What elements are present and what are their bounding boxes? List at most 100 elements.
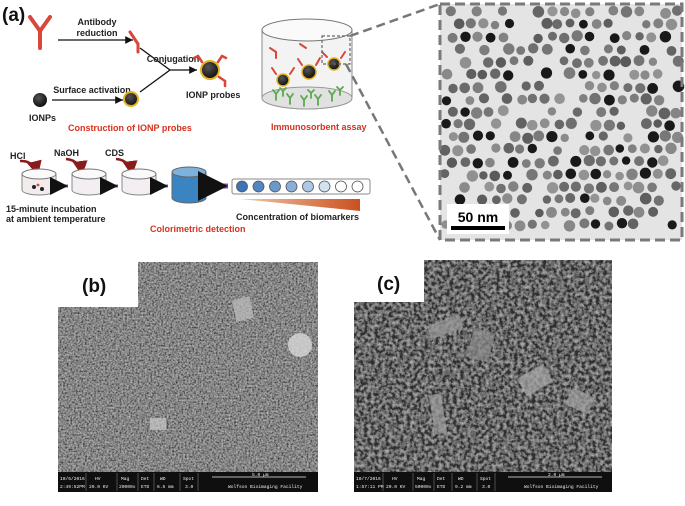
sem-c-hv-label: HV <box>392 476 398 482</box>
nanoparticle <box>440 169 450 179</box>
nanoparticle <box>629 93 639 103</box>
nanoparticle <box>639 143 650 154</box>
nanoparticle <box>592 70 601 80</box>
nanoparticle <box>460 157 471 168</box>
nanoparticle <box>603 119 616 131</box>
nanoparticle <box>496 183 506 194</box>
ionp-probes-label: IONP probes <box>186 90 240 100</box>
tem-scale-bar-label: 50 nm <box>458 209 498 225</box>
nanoparticle <box>626 168 638 180</box>
incubation-line2: at ambient temperature <box>6 214 106 224</box>
nanoparticle <box>590 145 601 157</box>
nanoparticle <box>546 131 558 143</box>
reagent-cds: CDS <box>105 148 124 158</box>
nanoparticle <box>441 118 451 129</box>
nanoparticle <box>466 144 476 154</box>
nanoparticle <box>640 70 650 80</box>
nanoparticle <box>672 5 683 16</box>
nanoparticle <box>653 195 664 206</box>
nanoparticle <box>598 55 608 66</box>
nanoparticle <box>502 193 513 204</box>
nanoparticle <box>491 143 501 153</box>
activated-ionp-icon <box>123 91 139 107</box>
nanoparticle <box>483 57 494 68</box>
nanoparticle <box>503 170 512 180</box>
nanoparticle <box>603 18 613 28</box>
nanoparticle <box>463 118 476 130</box>
nanoparticle <box>515 117 527 129</box>
zoom-line-bottom <box>344 63 442 241</box>
nanoparticle <box>598 131 608 141</box>
nanoparticle <box>647 157 658 168</box>
tube-1-icon <box>21 168 57 196</box>
well-3 <box>269 180 281 193</box>
zoom-line-top <box>349 2 441 38</box>
nanoparticle <box>445 6 456 17</box>
nanoparticle <box>523 55 534 66</box>
nanoparticle <box>471 107 483 119</box>
nanoparticle <box>439 144 451 156</box>
tube-2-icon <box>71 168 107 196</box>
nanoparticle <box>546 182 559 194</box>
antibody-icon <box>28 15 52 50</box>
nanoparticle <box>509 131 521 143</box>
nanoparticle <box>652 168 663 179</box>
nanoparticle <box>453 119 463 129</box>
nanoparticle <box>452 145 464 157</box>
nanoparticle <box>584 81 595 91</box>
tem-image: 50 nm <box>438 2 685 242</box>
nanoparticle <box>647 182 657 193</box>
nanoparticle <box>602 196 612 206</box>
nanoparticle <box>654 144 663 154</box>
nanoparticle <box>540 220 550 230</box>
nanoparticle <box>528 43 539 54</box>
reagent-hcl: HCl <box>10 151 26 161</box>
nanoparticle <box>591 19 602 29</box>
nanoparticle <box>666 46 677 56</box>
nanoparticle <box>527 219 537 229</box>
nanoparticle <box>647 83 658 94</box>
nanoparticle <box>553 146 562 155</box>
nanoparticle <box>541 43 553 55</box>
nanoparticle <box>648 57 658 66</box>
nanoparticle <box>583 183 595 194</box>
sem-b-mag-label: Mag <box>121 476 130 482</box>
nanoparticle <box>653 95 665 106</box>
nanoparticle <box>552 19 563 30</box>
nanoparticle <box>585 206 595 216</box>
nanoparticle <box>535 208 544 218</box>
sem-c-date: 10/7/2016 <box>356 476 381 482</box>
nanoparticle <box>533 130 545 142</box>
nanoparticle <box>539 93 550 104</box>
nanoparticle <box>516 46 526 55</box>
nanoparticle <box>615 171 624 181</box>
sem-c-scale: 2.0 µm <box>548 472 565 478</box>
nanoparticle <box>559 32 570 44</box>
nanoparticle <box>639 192 652 205</box>
nanoparticle <box>563 67 576 79</box>
nanoparticle <box>478 93 490 104</box>
nanoparticle <box>615 144 625 153</box>
nanoparticle <box>522 132 534 144</box>
nanoparticle <box>533 33 543 44</box>
nanoparticle <box>596 107 607 118</box>
nanoparticle <box>646 105 658 117</box>
nanoparticle <box>579 218 590 229</box>
nanoparticle <box>616 195 627 206</box>
sem-c-time: 1:57:11 PM <box>356 484 384 490</box>
nanoparticle <box>579 145 590 156</box>
ionp-icon <box>33 93 47 107</box>
nanoparticle <box>515 144 525 154</box>
well-strip <box>231 178 371 195</box>
nanoparticle <box>659 31 672 43</box>
nanoparticle <box>546 207 557 218</box>
nanoparticle <box>472 82 484 94</box>
nanoparticle <box>548 31 557 41</box>
sem-b-wd-value: 6.5 mm <box>157 484 174 490</box>
sem-b-hv-label: HV <box>95 476 101 482</box>
nanoparticle <box>521 159 531 168</box>
nanoparticle <box>646 32 657 43</box>
nanoparticle <box>522 182 533 193</box>
well-8 <box>351 180 364 193</box>
